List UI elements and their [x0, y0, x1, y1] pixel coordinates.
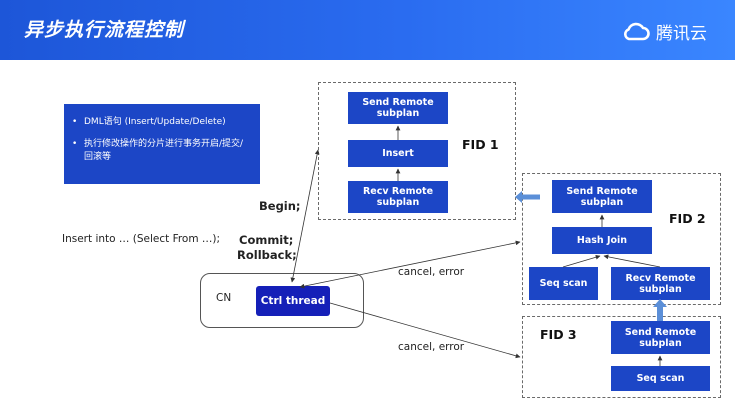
- node-line: Recv Remote: [362, 186, 434, 197]
- fid2-hash-join-node: Hash Join: [552, 227, 652, 254]
- fid1-insert-node: Insert: [348, 140, 448, 167]
- fid3-group: [522, 316, 721, 398]
- query-text: Insert into … (Select From …);: [62, 233, 221, 245]
- node-line: Recv Remote: [625, 272, 696, 284]
- node-line: Send Remote: [624, 326, 697, 338]
- info-item-text: DML语句 (Insert/Update/Delete): [84, 117, 226, 127]
- fid2-group: [522, 173, 721, 305]
- fid3-label: FID 3: [540, 327, 577, 342]
- fid2-seq-scan-node: Seq scan: [529, 267, 598, 300]
- begin-edge: [290, 149, 320, 283]
- info-item: • 执行修改操作的分片进行事务开启/提交/回滚等: [72, 138, 252, 164]
- fid3-to-fid2-link-arrow: [653, 299, 667, 321]
- node-line: subplan: [580, 196, 624, 208]
- fid3-seq-scan-node: Seq scan: [611, 366, 710, 391]
- cancel-error-label-fid3: cancel, error: [398, 341, 465, 353]
- brand-name: 腾讯云: [656, 23, 707, 44]
- slide-title: 异步执行流程控制: [24, 19, 185, 41]
- cancel-error-edge-fid2: [299, 240, 521, 289]
- ctrl-thread-node: Ctrl thread: [256, 286, 330, 316]
- begin-label: Begin;: [259, 199, 301, 213]
- fid2-label: FID 2: [669, 211, 706, 226]
- info-item-text: 执行修改操作的分片进行事务开启/提交/回滚等: [84, 139, 244, 162]
- fid1-label: FID 1: [462, 137, 499, 152]
- node-line: Send Remote: [566, 185, 638, 197]
- node-line: subplan: [639, 337, 682, 349]
- info-item: • DML语句 (Insert/Update/Delete): [72, 116, 252, 129]
- rollback-label: Rollback;: [237, 248, 297, 262]
- cancel-error-edge-fid3: [329, 302, 521, 359]
- tencent-cloud-logo-icon: [624, 22, 650, 41]
- cancel-error-label-fid2: cancel, error: [398, 266, 465, 278]
- slide-header: 异步执行流程控制 腾讯云: [0, 0, 735, 60]
- cn-box: [200, 273, 364, 328]
- node-line: subplan: [376, 108, 420, 119]
- node-line: Send Remote: [362, 97, 434, 108]
- fid2-to-fid1-link-arrow: [515, 191, 540, 203]
- node-line: subplan: [639, 283, 682, 295]
- cn-label: CN: [216, 292, 232, 304]
- commit-label: Commit;: [239, 233, 294, 247]
- fid2-flow-edge: [562, 254, 601, 268]
- info-box: • DML语句 (Insert/Update/Delete) • 执行修改操作的…: [64, 104, 260, 184]
- bullet-icon: •: [72, 139, 78, 149]
- node-line: subplan: [376, 197, 420, 208]
- brand: 腾讯云: [621, 18, 707, 44]
- fid2-flow-edge: [603, 254, 661, 268]
- bullet-icon: •: [72, 117, 78, 127]
